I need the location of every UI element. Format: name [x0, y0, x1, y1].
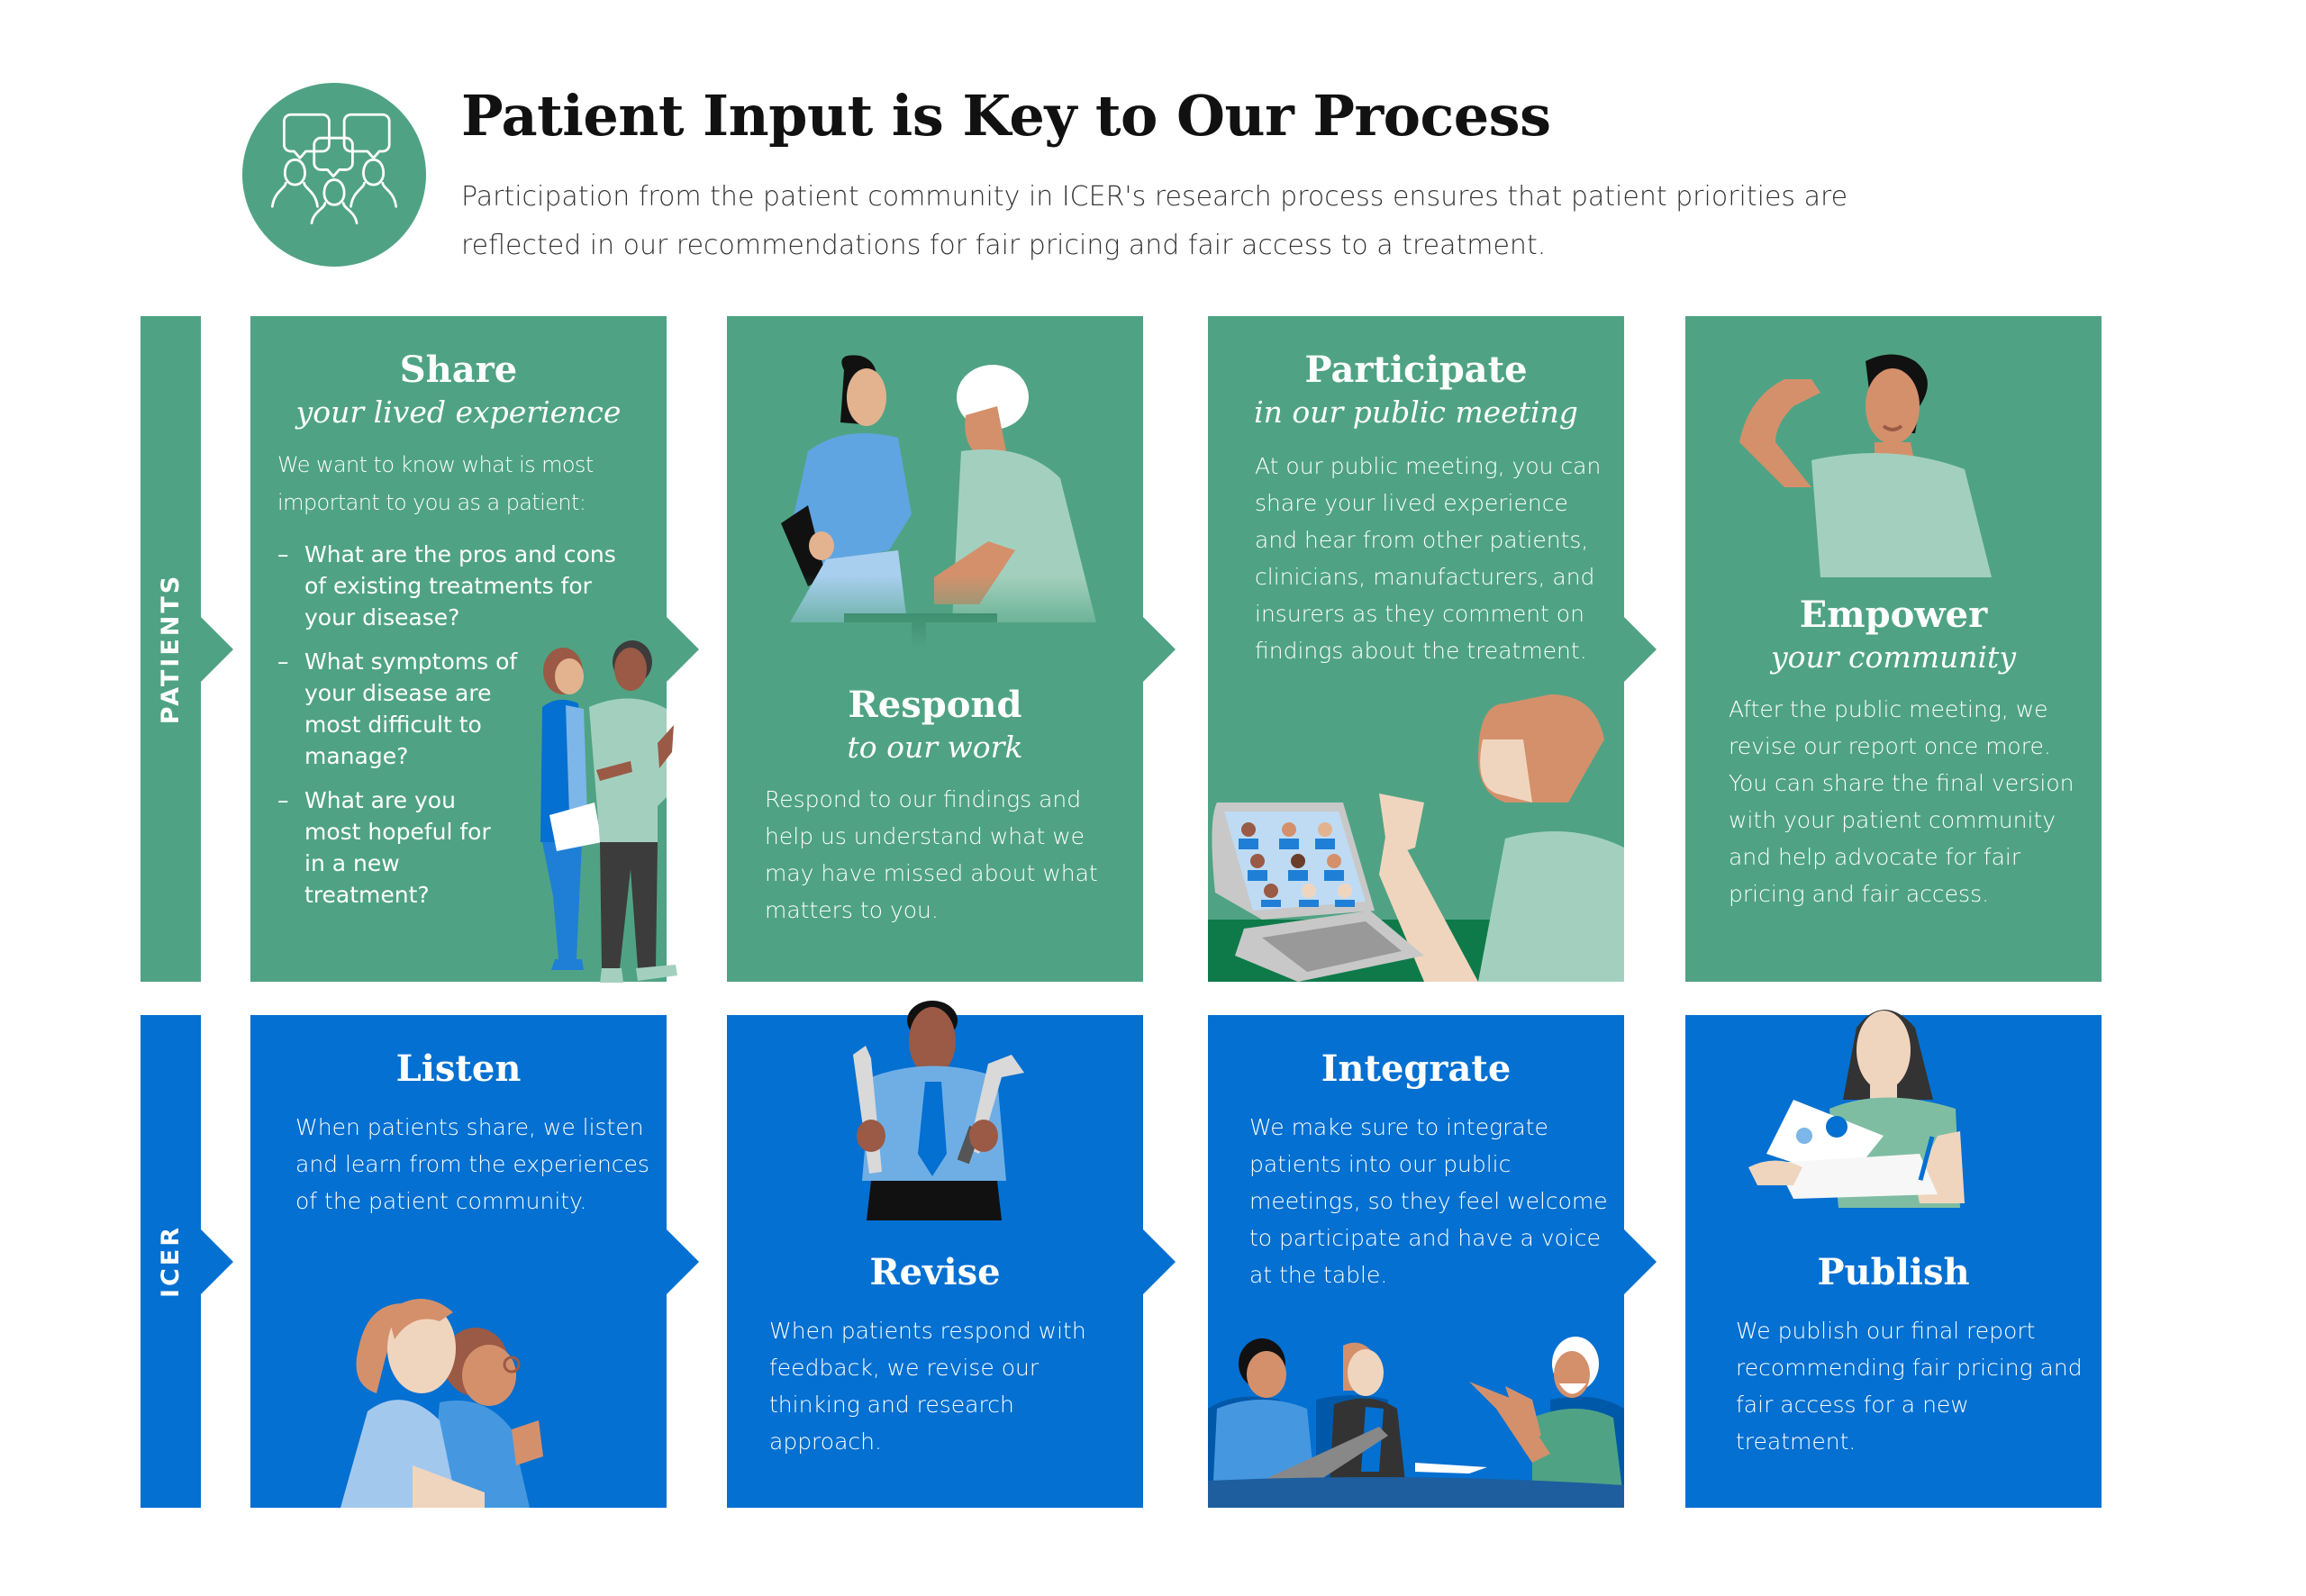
- arrow-icon: [1624, 617, 1657, 682]
- icer-lane-label: ICER: [157, 1224, 186, 1299]
- step-subheading: in our public meeting: [1254, 394, 1578, 430]
- step-body: When patients respond with feedback, we …: [769, 1318, 1086, 1455]
- step-card-integrate: Integrate We make sure to integrate pati…: [1208, 1015, 1657, 1508]
- step-heading: Share: [399, 349, 518, 391]
- step-body: After the public meeting, we revise our …: [1729, 696, 2074, 907]
- arrow-icon: [201, 617, 233, 682]
- step-subheading: your lived experience: [295, 394, 622, 430]
- step-heading: Revise: [869, 1251, 1001, 1293]
- step-body: When patients share, we listen and learn…: [295, 1114, 649, 1214]
- step-body: We publish our final report recommending…: [1736, 1318, 2083, 1455]
- step-subheading: to our work: [847, 730, 1023, 765]
- step-heading: Integrate: [1321, 1047, 1512, 1090]
- step-heading: Respond: [848, 684, 1022, 726]
- step-card-empower: Empower your community After the public …: [1685, 316, 2102, 982]
- man-with-tools-illustration: [853, 1001, 1024, 1220]
- question-item: –What symptoms of your disease are most …: [277, 648, 518, 769]
- arrow-icon: [1143, 1229, 1176, 1294]
- arrow-icon: [201, 1229, 233, 1294]
- step-intro: We want to know what is most important t…: [277, 452, 594, 515]
- patients-lane: PATIENTS: [141, 316, 233, 982]
- step-body: We make sure to integrate patients into …: [1249, 1114, 1608, 1288]
- step-card-participate: Participate in our public meeting At our…: [1208, 316, 1657, 982]
- page-title: Patient Input is Key to Our Process: [461, 83, 1551, 149]
- step-body: Respond to our findings and help us unde…: [765, 786, 1098, 923]
- arrow-icon: [667, 1229, 699, 1294]
- step-card-respond: Respond to our work Respond to our findi…: [727, 316, 1176, 982]
- step-heading: Listen: [395, 1047, 522, 1090]
- two-people-listening-illustration: [340, 1299, 543, 1508]
- arrow-icon: [667, 617, 699, 682]
- arrow-icon: [1143, 617, 1176, 682]
- group-discussion-icon: [242, 83, 426, 267]
- woman-with-report-illustration: [1748, 1010, 1965, 1208]
- step-body: At our public meeting, you can share you…: [1255, 453, 1602, 664]
- flexing-woman-illustration: [1739, 354, 1992, 577]
- step-card-listen: Listen When patients share, we listen an…: [250, 1015, 699, 1508]
- step-card-share: Share your lived experience We want to k…: [250, 316, 699, 983]
- question-item: –What are the pros and cons of existing …: [277, 541, 616, 630]
- step-card-revise: Revise When patients respond with feedba…: [727, 1001, 1176, 1508]
- icer-lane: ICER: [141, 1015, 233, 1508]
- question-item: –What are you most hopeful for in a new …: [277, 787, 491, 908]
- video-meeting-laptop-illustration: [1208, 694, 1624, 982]
- clinician-with-patient-illustration: [754, 352, 1114, 649]
- step-heading: Participate: [1304, 349, 1528, 391]
- step-heading: Publish: [1817, 1251, 1970, 1293]
- meeting-table-illustration: [1208, 1337, 1624, 1508]
- two-people-talking-illustration: [540, 640, 677, 983]
- page-subtitle: Participation from the patient community…: [461, 181, 1848, 261]
- step-heading: Empower: [1799, 594, 1988, 636]
- step-card-publish: Publish We publish our final report reco…: [1685, 1010, 2102, 1508]
- patients-lane-label: PATIENTS: [157, 573, 186, 725]
- question-list: –What are the pros and cons of existing …: [277, 539, 638, 923]
- arrow-icon: [1624, 1229, 1657, 1294]
- step-subheading: your community: [1771, 639, 2016, 675]
